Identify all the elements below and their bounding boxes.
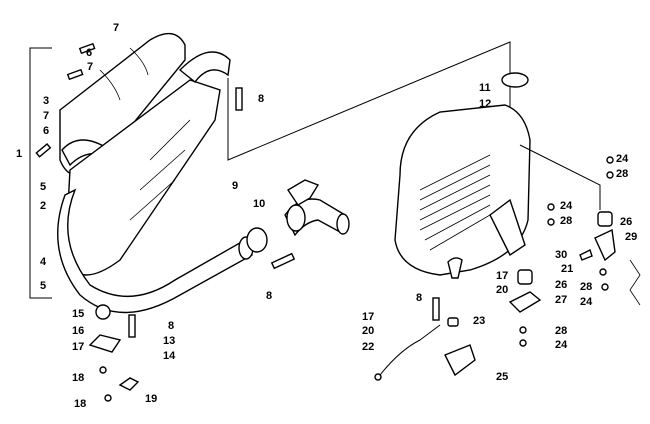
- callout-7: 7: [113, 22, 119, 34]
- callout-8: 8: [258, 93, 264, 105]
- mount-bracket-left: [88, 304, 140, 402]
- callout-5: 5: [40, 181, 46, 193]
- callout-23: 23: [473, 315, 485, 327]
- callout-1: 1: [16, 148, 22, 160]
- callout-labels: 1 2 3 4 5 5 6 6 7 7 7 8 8 8 8 9 10 11 12…: [16, 22, 637, 410]
- callout-8: 8: [416, 292, 422, 304]
- callout-3: 3: [43, 95, 49, 107]
- gasket-ring: [246, 227, 268, 253]
- callout-17: 17: [496, 270, 508, 282]
- callout-25: 25: [496, 371, 508, 383]
- callout-2: 2: [40, 200, 46, 212]
- callout-29: 29: [625, 231, 637, 243]
- springs: [35, 42, 440, 338]
- callout-26: 26: [620, 216, 632, 228]
- callout-27: 27: [555, 294, 567, 306]
- callout-28: 28: [616, 168, 628, 180]
- callout-6: 6: [86, 47, 92, 59]
- callout-28: 28: [560, 215, 572, 227]
- callout-7: 7: [43, 110, 49, 122]
- callout-10: 10: [253, 198, 265, 210]
- callout-8: 8: [168, 320, 174, 332]
- callout-9: 9: [232, 180, 238, 192]
- assembly-bracket: [29, 47, 52, 299]
- callout-19: 19: [145, 393, 157, 405]
- callout-16: 16: [72, 325, 84, 337]
- callout-5: 5: [40, 280, 46, 292]
- callout-4: 4: [40, 256, 47, 268]
- callout-22: 22: [362, 341, 374, 353]
- callout-20: 20: [362, 325, 374, 337]
- callout-24: 24: [560, 200, 573, 212]
- callout-28: 28: [580, 281, 592, 293]
- callout-13: 13: [163, 335, 175, 347]
- callout-26: 26: [555, 279, 567, 291]
- callout-20: 20: [496, 284, 508, 296]
- callout-21: 21: [561, 263, 573, 275]
- callout-8: 8: [266, 290, 272, 302]
- callout-24: 24: [555, 339, 568, 351]
- mount-hardware-right: [374, 144, 641, 381]
- callout-15: 15: [72, 308, 84, 320]
- muffler: [59, 32, 231, 276]
- callout-11: 11: [479, 82, 491, 94]
- callout-18: 18: [74, 398, 86, 410]
- callout-14: 14: [163, 350, 176, 362]
- callout-6: 6: [43, 125, 49, 137]
- callout-24: 24: [616, 153, 629, 165]
- callout-18: 18: [72, 372, 84, 384]
- exhaust-manifold: [284, 179, 350, 237]
- callout-7: 7: [87, 61, 93, 73]
- callout-30: 30: [555, 249, 567, 261]
- callout-12: 12: [479, 98, 491, 110]
- callout-28: 28: [555, 325, 567, 337]
- silencer-box: [394, 72, 531, 279]
- callout-17: 17: [362, 311, 374, 323]
- callout-24: 24: [580, 296, 593, 308]
- callout-17: 17: [72, 341, 84, 353]
